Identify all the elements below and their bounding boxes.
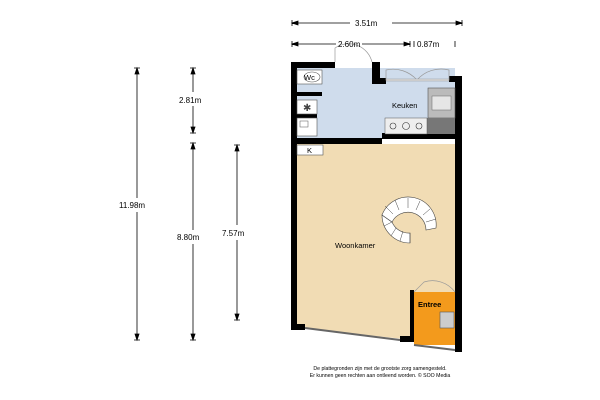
- closet-label: K: [307, 146, 312, 155]
- svg-text:2.60m: 2.60m: [338, 40, 361, 49]
- svg-text:11.98m: 11.98m: [119, 201, 145, 210]
- disclaimer-line-2: Er kunnen geen rechten aan ontleend word…: [310, 372, 451, 379]
- svg-text:✱: ✱: [303, 103, 311, 114]
- dimension-total-width: 3.51m: [290, 19, 464, 28]
- sink-fixture: [296, 117, 318, 137]
- entrance-door: [413, 280, 456, 293]
- toilet-fixture: [296, 69, 323, 85]
- dimension-total-length: 11.98m: [119, 66, 145, 342]
- disclaimer-line-1: De plattegronden zijn met de grootste zo…: [313, 366, 446, 372]
- walls: [291, 62, 462, 352]
- svg-text:0.87m: 0.87m: [417, 40, 440, 49]
- dimension-width-side: 0.87m: [413, 40, 456, 49]
- garden-doors: [385, 68, 450, 81]
- kitchen-label: Keuken: [392, 101, 417, 110]
- living-room-label: Woonkamer: [335, 241, 376, 250]
- closet-fixture: [296, 144, 324, 156]
- entrance-label: Entree: [418, 300, 441, 309]
- stove-fixture: [384, 117, 455, 135]
- entrance-window: [413, 344, 456, 351]
- svg-text:7.57m: 7.57m: [222, 229, 245, 238]
- dimension-living-length: 8.80m: [177, 141, 200, 342]
- svg-text:2.81m: 2.81m: [179, 96, 202, 105]
- svg-text:3.51m: 3.51m: [355, 19, 378, 28]
- fridge-fixture: [427, 87, 456, 119]
- front-door: [334, 43, 373, 63]
- staircase: [381, 196, 437, 244]
- dimension-living-inner-length: 7.57m: [222, 143, 245, 322]
- meter-fixture: [439, 311, 455, 329]
- dimension-kitchen-length: 2.81m: [179, 66, 202, 135]
- toilet-label: Wc: [304, 73, 315, 82]
- svg-text:8.80m: 8.80m: [177, 233, 200, 242]
- front-window: [304, 327, 401, 341]
- washer-fixture: ✱: [296, 99, 318, 115]
- living-room-area: [297, 144, 455, 340]
- dimension-width-main: 2.60m: [290, 40, 412, 49]
